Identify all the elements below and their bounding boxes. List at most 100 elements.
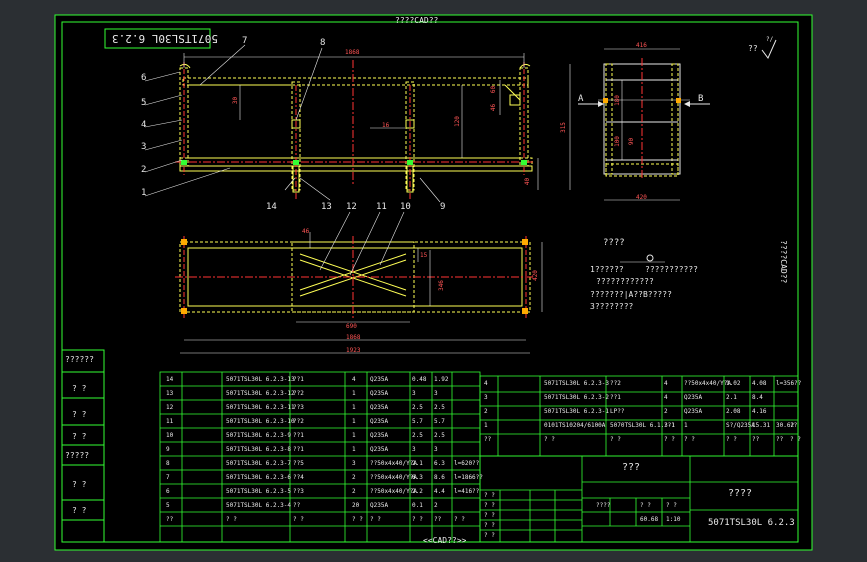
roughness-text: ?? bbox=[748, 44, 758, 53]
notes-title: ???? bbox=[603, 238, 625, 248]
weld-symbol bbox=[620, 254, 665, 263]
balloon-12: 12 bbox=[346, 202, 357, 212]
balloon-8: 8 bbox=[320, 38, 326, 48]
rev-cell-6: ? ? bbox=[640, 502, 651, 509]
bom_left-cell: 7 bbox=[166, 474, 170, 481]
bom_left-cell: 1 bbox=[352, 418, 356, 425]
note-2: ???????????? bbox=[596, 277, 654, 286]
bom_left-cell: ?? bbox=[293, 502, 301, 509]
plan-leaders bbox=[319, 211, 405, 276]
balloon-4: 4 bbox=[141, 120, 147, 130]
bom_left-cell: 2.5 bbox=[434, 404, 445, 411]
mirror-number-box bbox=[104, 28, 211, 49]
rev-cell-4: ? ? bbox=[484, 532, 495, 539]
outer-frame bbox=[54, 14, 813, 551]
bom_left-cell: 0.1 bbox=[412, 502, 423, 509]
left-block-0: ?????? bbox=[65, 355, 94, 364]
bom_left-cell: ? ? bbox=[226, 516, 237, 523]
note-symbol-text: ??????????? bbox=[645, 265, 698, 274]
bom_left-cell: 5 bbox=[166, 502, 170, 509]
bom_left-cell: 14 bbox=[166, 376, 174, 383]
bom_left-cell: ??2 bbox=[293, 418, 304, 425]
left-block-5: ? ? bbox=[72, 480, 87, 489]
dim-side-bottom: 420 bbox=[636, 194, 647, 201]
bom_right-cell: 3 bbox=[484, 394, 488, 401]
bom_right-cell: ?? bbox=[752, 436, 760, 443]
bom_left-cell: ??3 bbox=[293, 404, 304, 411]
bom_left-cell: ??1 bbox=[293, 376, 304, 383]
dim-plan-w2: 1923 bbox=[346, 347, 361, 354]
dim-plan-w1: 1868 bbox=[346, 334, 361, 341]
dim-plan-h2: 346 bbox=[437, 280, 445, 291]
bom_right-cell: ? ? bbox=[684, 436, 695, 443]
bom_right-cell: 8.4 bbox=[752, 394, 763, 401]
bom_left-cell: ??50x4x40/Y?A bbox=[370, 488, 417, 495]
bom_left-cell: 3 bbox=[434, 446, 438, 453]
left-block-4: ????? bbox=[65, 451, 90, 460]
bom_left-cell: ??4 bbox=[293, 474, 304, 481]
bom_left-cell: Q235A bbox=[370, 502, 389, 509]
dim-front-mid: 16 bbox=[382, 122, 390, 129]
bom_right-cell: ??1 bbox=[664, 422, 675, 429]
bom_right-cell: 4.16 bbox=[752, 408, 767, 415]
left-block-3: ? ? bbox=[72, 432, 87, 441]
bom_left-cell: ??5 bbox=[293, 460, 304, 467]
bom_right-cell: LP?? bbox=[610, 408, 625, 415]
bom_left-cell: 4.4 bbox=[434, 488, 445, 495]
rev-cell-0: ? ? bbox=[484, 492, 495, 499]
bom_right-cell: 5071TSL30L 6.2.3-1 bbox=[544, 408, 610, 415]
note-4: 3???????? bbox=[590, 302, 634, 311]
bom_right-cell: 30.62 bbox=[776, 422, 795, 429]
bom_left-cell: Q235A bbox=[370, 418, 389, 425]
left-block-6: ? ? bbox=[72, 506, 87, 515]
bom_left-cell: 1.92 bbox=[434, 376, 449, 383]
bom_left-cell: ??2 bbox=[293, 390, 304, 397]
dim-side-h3: 100 bbox=[613, 136, 621, 147]
bom_right-cell: ??2 bbox=[610, 380, 621, 387]
roughness-symbol bbox=[761, 39, 777, 59]
bom_left-cell: 1 bbox=[352, 432, 356, 439]
bom_left-cell: 1 bbox=[352, 404, 356, 411]
rev-cell-7: ? ? bbox=[666, 502, 677, 509]
balloon-1: 1 bbox=[141, 188, 147, 198]
bom_right-cell: 1 bbox=[484, 422, 488, 429]
balloon-7: 7 bbox=[242, 36, 248, 46]
bom_left-cell: 5071TSL30L 6.2.3-4 bbox=[226, 502, 292, 509]
bom_left-cell: 6.3 bbox=[412, 474, 423, 481]
balloon-9: 9 bbox=[440, 202, 446, 212]
left-block-1: ? ? bbox=[72, 384, 87, 393]
bottom-title: <<CAD??>> bbox=[423, 536, 467, 545]
bom_left-cell: 3 bbox=[412, 446, 416, 453]
dim-side-h4: 90 bbox=[628, 137, 636, 146]
bom_right-cell: 4 bbox=[664, 380, 668, 387]
bom_left-cell: ?? bbox=[166, 516, 174, 523]
front-view bbox=[175, 53, 539, 200]
bom_left-cell: l=1866?? bbox=[454, 474, 483, 481]
balloon-3: 3 bbox=[141, 142, 147, 152]
bom_left-cell: 5.7 bbox=[434, 418, 445, 425]
bom_left-cell: 12 bbox=[166, 404, 174, 411]
bom_left-cell: Q235A bbox=[370, 376, 389, 383]
bom_left-cell: 1 bbox=[352, 446, 356, 453]
bom_left-cell: 2 bbox=[352, 488, 356, 495]
balloon-5: 5 bbox=[141, 98, 147, 108]
weight-value: 60.68 bbox=[640, 516, 659, 523]
bom_right-cell: 2.08 bbox=[726, 408, 741, 415]
side-view bbox=[569, 48, 710, 201]
bom_left-cell: 8 bbox=[166, 460, 170, 467]
bom_left-cell: 3 bbox=[412, 390, 416, 397]
balloon-10: 10 bbox=[400, 202, 411, 212]
note-1: 1?????? bbox=[590, 265, 624, 274]
bom_right-cell: 15.31 bbox=[752, 422, 771, 429]
bom_left-cell: 8.6 bbox=[434, 474, 445, 481]
bom_left-cell: l=416?? bbox=[454, 488, 480, 495]
dim-front-top: 1868 bbox=[345, 49, 360, 56]
bom_left-cell: ? ? bbox=[454, 516, 465, 523]
bom_left-cell: Q235A bbox=[370, 390, 389, 397]
drawing-name: ???? bbox=[728, 488, 753, 499]
dim-front-h4: 40 bbox=[524, 177, 532, 186]
dim-plan-h3: 46 bbox=[302, 228, 310, 235]
bom_right-cell: 2.1 bbox=[726, 394, 737, 401]
bom_left-cell: 9 bbox=[166, 446, 170, 453]
